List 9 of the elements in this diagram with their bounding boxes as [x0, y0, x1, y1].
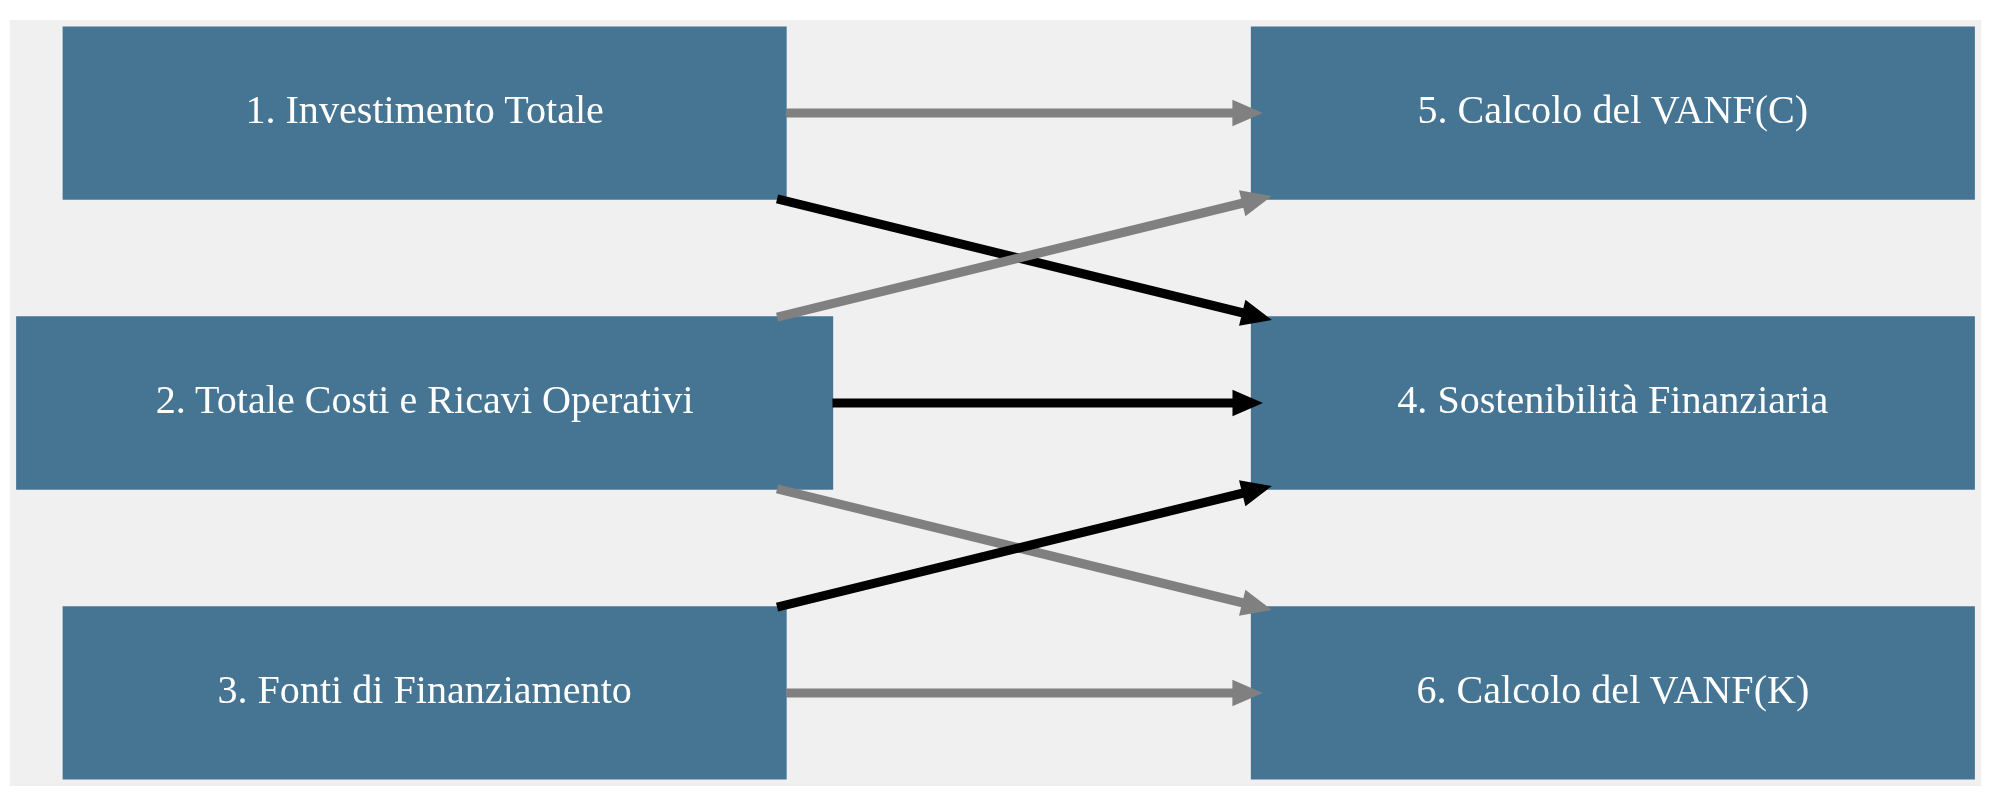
node-box: 4. Sostenibilità Finanziaria [1250, 315, 1975, 490]
node-box: 6. Calcolo del VANF(K) [1250, 605, 1975, 780]
node-box: 1. Investimento Totale [62, 25, 787, 200]
node-box: 2. Totale Costi e Ricavi Operativi [15, 315, 833, 490]
node-box: 3. Fonti di Finanziamento [62, 605, 787, 780]
arrow [785, 679, 1263, 706]
arrow [785, 99, 1263, 126]
node-box: 5. Calcolo del VANF(C) [1250, 25, 1975, 200]
arrow [831, 389, 1263, 416]
